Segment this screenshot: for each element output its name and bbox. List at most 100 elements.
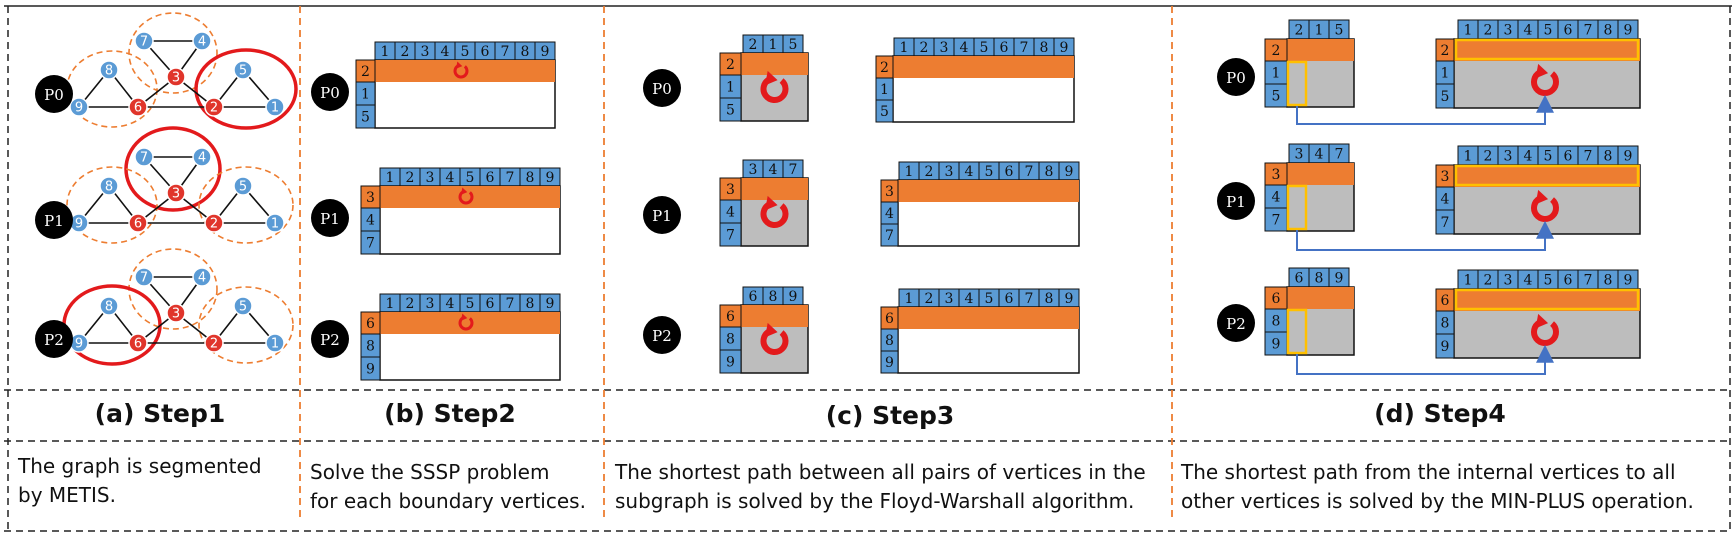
header-cell-label: 5 <box>1335 23 1344 39</box>
row-cell-label: 7 <box>1272 213 1281 229</box>
header-cell-label: 3 <box>426 296 435 312</box>
boundary-row <box>741 53 808 75</box>
header-cell-label: 7 <box>1025 164 1034 180</box>
process-label: P2 <box>1226 315 1246 333</box>
header-cell-label: 7 <box>501 44 510 60</box>
cycle-arc <box>453 64 469 79</box>
row-cell-label: 2 <box>726 57 735 73</box>
graph-vertex <box>204 213 224 233</box>
graph-vertex <box>69 97 89 117</box>
header-cell-label: 4 <box>965 164 974 180</box>
arrow-up-icon <box>1296 220 1554 251</box>
process-badge <box>311 73 349 111</box>
header-cell-label: 5 <box>985 291 994 307</box>
boundary-row-highlight <box>1454 288 1640 311</box>
header-cell-label: 6 <box>1295 271 1304 287</box>
header-cell-label: 8 <box>526 296 535 312</box>
graph-vertex <box>99 176 119 196</box>
row-cell-label: 1 <box>726 80 735 96</box>
arrow-up-icon <box>1296 94 1554 125</box>
header-cell-label: 4 <box>446 170 455 186</box>
header-cell-label: 1 <box>1464 23 1473 39</box>
header-cell-label: 8 <box>1604 273 1613 289</box>
row-cell-label: 8 <box>1441 316 1450 332</box>
process-badge <box>643 196 681 234</box>
circular-arrow-icon <box>453 61 469 79</box>
arrow-up-icon <box>1296 344 1554 375</box>
step2-title: (b) Step2 <box>384 399 516 428</box>
row-cell-label: 4 <box>1441 192 1450 208</box>
cycle-arrowhead <box>1535 189 1549 205</box>
step1-description-line: The graph is segmented <box>18 454 262 478</box>
highlighted-partition <box>124 126 222 212</box>
cycle-arrowhead <box>765 322 778 338</box>
circular-arrow-icon <box>760 195 789 228</box>
process-label: P1 <box>44 212 64 230</box>
row-cell-label: 4 <box>726 205 735 221</box>
header-cell-label: 1 <box>386 296 395 312</box>
cycle-arc <box>458 190 474 205</box>
row-cell-label: 8 <box>366 339 375 355</box>
process-label: P0 <box>1226 69 1246 87</box>
graph-vertex <box>265 213 285 233</box>
row-cell-label: 8 <box>885 333 894 349</box>
header-cell-label: 7 <box>506 296 515 312</box>
header-cell-label: 6 <box>1005 164 1014 180</box>
header-cell-label: 8 <box>1315 271 1324 287</box>
row-cell <box>1435 83 1455 109</box>
cycle-arc <box>760 201 789 228</box>
header-cell-label: 9 <box>1065 164 1074 180</box>
circular-arrow-icon <box>1531 313 1559 346</box>
process-label: P0 <box>320 84 340 102</box>
header-cell-label: 8 <box>526 170 535 186</box>
circular-arrow-icon <box>458 313 474 331</box>
boundary-row <box>898 307 1079 329</box>
vertex-label: 7 <box>140 151 148 166</box>
header-cell-label: 2 <box>1484 273 1493 289</box>
header-cell-label: 9 <box>789 289 798 305</box>
boundary-row <box>380 186 560 208</box>
cycle-arrowhead <box>461 313 468 321</box>
row-cell-label: 7 <box>366 236 375 252</box>
cycle-arc <box>760 328 789 355</box>
graph-vertex <box>233 296 253 316</box>
header-cell-label: 2 <box>749 37 758 53</box>
header-cell-label: 3 <box>1504 23 1513 39</box>
header-cell-label: 3 <box>421 44 430 60</box>
row-cell <box>360 230 381 255</box>
cycle-arc <box>458 316 474 331</box>
process-badge <box>35 75 73 113</box>
vertex-label: 6 <box>134 337 142 352</box>
header-cell-label: 1 <box>905 291 914 307</box>
step3-description-line: subgraph is solved by the Floyd-Warshall… <box>615 489 1135 513</box>
header-cell-label: 4 <box>446 296 455 312</box>
header-cell-label: 9 <box>541 44 550 60</box>
row-cell-label: 4 <box>885 206 894 222</box>
cycle-arc <box>1531 319 1559 346</box>
header-cell-label: 5 <box>466 296 475 312</box>
header-cell-label: 2 <box>1295 23 1304 39</box>
process-badge <box>311 320 349 358</box>
header-cell-label: 2 <box>406 170 415 186</box>
process-badge <box>643 316 681 354</box>
row-cell-label: 7 <box>885 228 894 244</box>
partition-outline <box>66 166 158 244</box>
header-cell-label: 7 <box>506 170 515 186</box>
header-cell-label: 7 <box>1584 273 1593 289</box>
header-cell-label: 3 <box>1504 273 1513 289</box>
header-cell-label: 1 <box>386 170 395 186</box>
vertex-label: 2 <box>210 337 218 352</box>
graph-vertex <box>192 267 212 287</box>
row-cell-label: 8 <box>726 332 735 348</box>
row-cell-label: 4 <box>1272 190 1281 206</box>
header-cell-label: 9 <box>546 296 555 312</box>
header-cell-label: 6 <box>486 170 495 186</box>
